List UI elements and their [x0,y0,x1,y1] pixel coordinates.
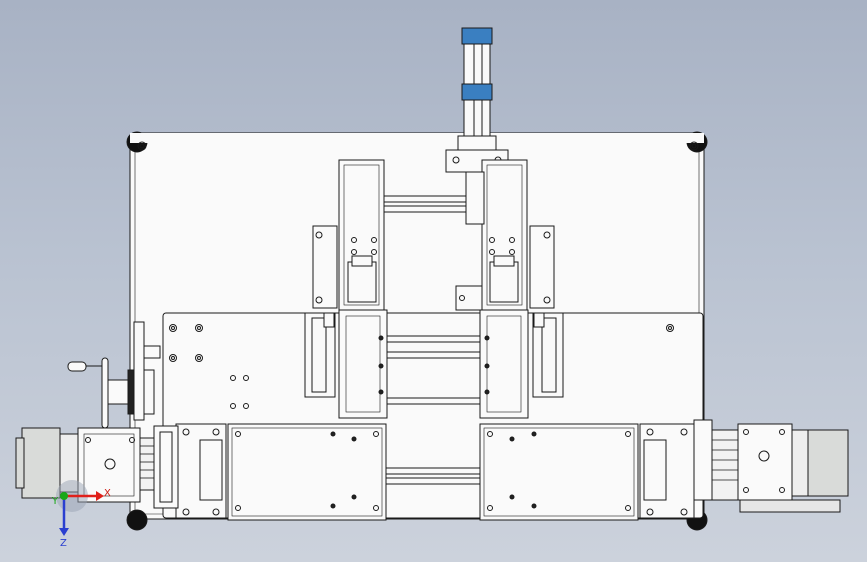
center-bracket[interactable] [455,171,485,311]
handwheel[interactable] [67,321,161,429]
y-axis-label: Y [51,496,59,507]
upper-frame-right[interactable] [481,159,555,311]
side-rail-right [639,423,695,519]
upper-frame-left[interactable] [312,159,385,311]
mount-holes [169,324,674,409]
left-servo-motor[interactable] [15,425,179,509]
x-axis-label: X [104,488,111,499]
corner-holes [137,141,699,151]
slide-plate-right[interactable] [479,423,639,521]
side-rail-left [175,423,227,519]
right-servo-motor[interactable] [693,419,849,513]
vertical-cylinder[interactable] [445,27,509,173]
middle-frame-right[interactable] [479,309,564,419]
slide-plate-left[interactable] [227,423,387,521]
z-axis-label: Z [60,538,67,549]
coordinate-triad: X Y Z [51,480,111,549]
middle-frame-left[interactable] [304,309,388,419]
